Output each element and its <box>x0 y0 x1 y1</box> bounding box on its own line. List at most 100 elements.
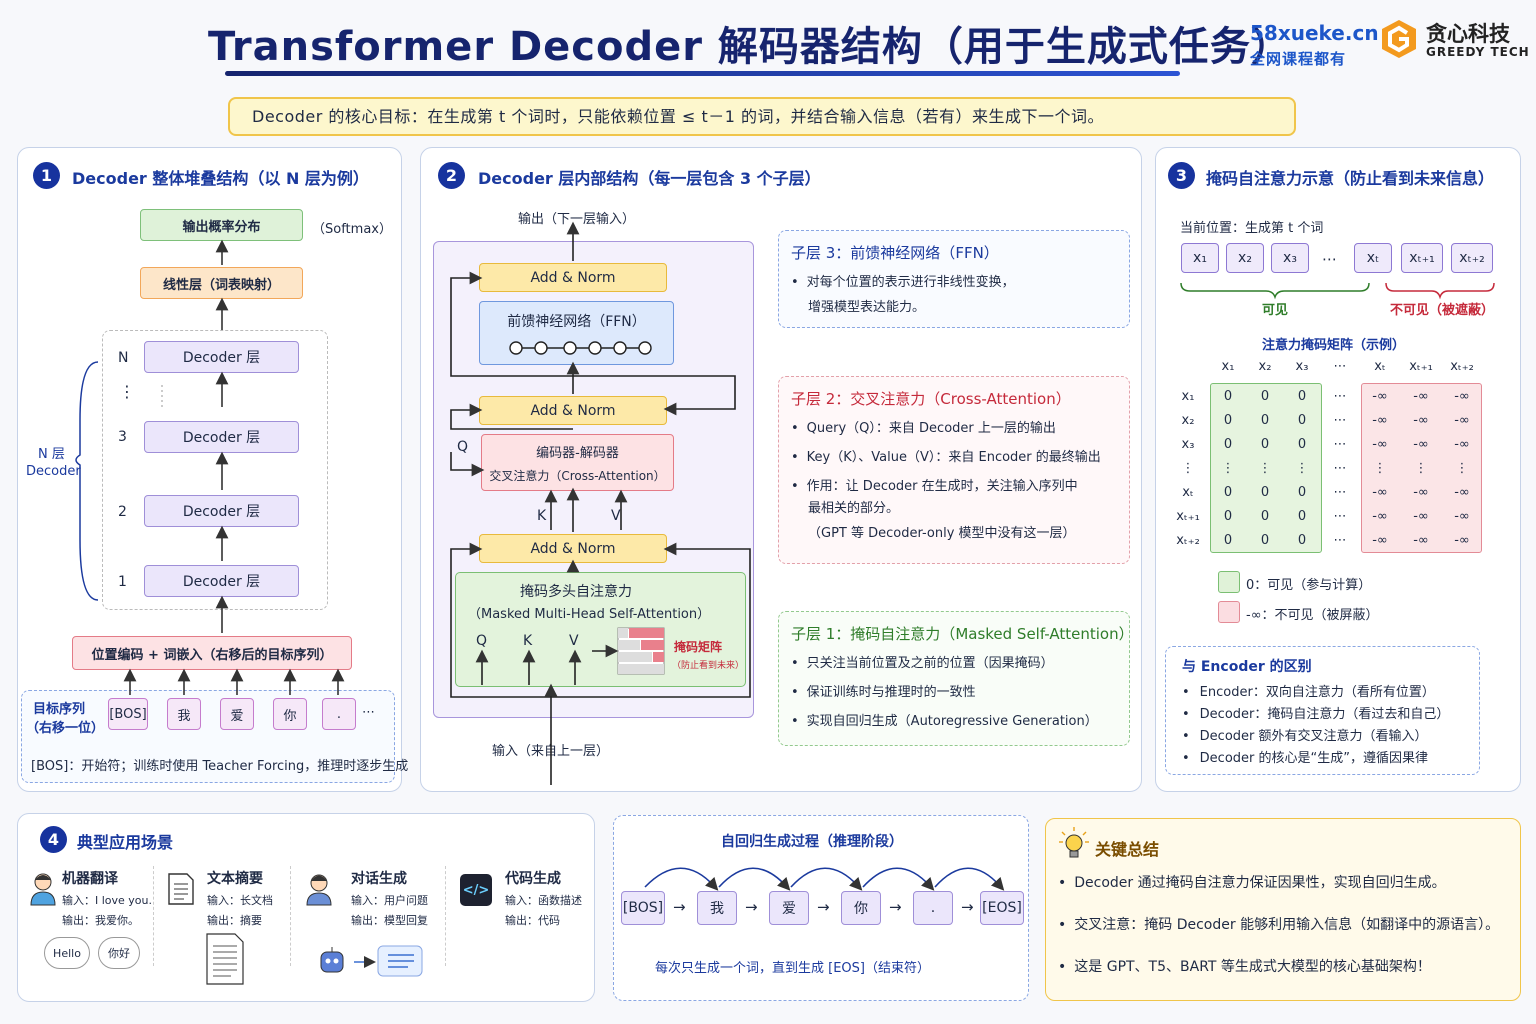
invisible-label: 不可见（被遮蔽） <box>1390 303 1495 318</box>
summary-item: 这是 GPT、T5、BART 等生成式大模型的核心基础架构！ <box>1058 957 1499 977</box>
current-position-label: 当前位置：生成第 t 个词 <box>1180 221 1324 236</box>
logo-name: 贪心科技 <box>1426 22 1510 46</box>
legend-visible-swatch <box>1218 571 1240 593</box>
diff-item: Decoder 的核心是“生成”，遵循因果律 <box>1182 748 1463 770</box>
mask-matrix-title: 注意力掩码矩阵（示例） <box>1262 338 1406 353</box>
ffn-box: 前馈神经网络（FFN） <box>479 301 674 365</box>
brand-site[interactable]: 58xueke.cn <box>1250 21 1379 45</box>
matrix-cell-masked: -∞ <box>1454 485 1470 500</box>
matrix-cell-masked: -∞ <box>1413 413 1429 428</box>
gen-token-eos: [EOS] <box>980 891 1024 925</box>
seq-token-x1: x₁ <box>1181 243 1219 273</box>
matrix-cell-visible: ⋮ <box>1295 461 1309 476</box>
matrix-cell-masked: -∞ <box>1454 389 1470 404</box>
matrix-cell-masked: -∞ <box>1372 389 1388 404</box>
matrix-cell-visible: 0 <box>1223 509 1233 524</box>
brand-slogan: 全网课程都有 <box>1250 50 1347 68</box>
matrix-cell-visible: 0 <box>1260 389 1270 404</box>
matrix-cell-visible: 0 <box>1297 509 1307 524</box>
app-summary-title: 文本摘要 <box>207 871 263 887</box>
add-norm-2: Add & Norm <box>479 396 667 425</box>
matrix-cell-masked: ⋮ <box>1373 461 1387 476</box>
decoder-layer-n: Decoder 层 <box>144 341 299 373</box>
seq-token-x2: x₂ <box>1226 243 1264 273</box>
matrix-cell-ellipsis: ⋯ <box>1333 389 1347 404</box>
sublayer-2-title: 子层 2：交叉注意力（Cross-Attention） <box>791 390 1071 408</box>
decoder-layer-3: Decoder 层 <box>144 421 299 453</box>
matrix-cell-ellipsis: ⋯ <box>1333 509 1347 524</box>
layer-index-n: N <box>118 350 129 366</box>
matrix-cell-ellipsis: ⋯ <box>1333 485 1347 500</box>
target-seq-label: 目标序列 <box>33 702 86 717</box>
mmha-label-2: （Masked Multi-Head Self-Attention） <box>468 607 711 622</box>
matrix-cell-visible: 0 <box>1260 485 1270 500</box>
matrix-cell-visible: 0 <box>1260 509 1270 524</box>
app-translation-out: 输出：我爱你。 <box>62 914 139 927</box>
gen-token-period: . <box>913 891 953 925</box>
panel-3-title: 掩码自注意力示意（防止看到未来信息） <box>1206 169 1495 188</box>
matrix-col-header: x₃ <box>1295 359 1309 374</box>
sublayer-3-card: 子层 3：前馈神经网络（FFN） 对每个位置的表示进行非线性变换， 增强模型表达… <box>778 230 1130 328</box>
matrix-cell-ellipsis: ⋯ <box>1333 437 1347 452</box>
n-layers-label: N 层 <box>38 447 65 462</box>
lightbulb-icon <box>1059 827 1089 858</box>
sublayer-2-item-kv: Key（K）、Value（V）：来自 Encoder 的最终输出 <box>791 448 1117 468</box>
matrix-cell-visible: 0 <box>1260 437 1270 452</box>
n-layers-label-2: Decoder <box>26 464 81 479</box>
gen-token-bos: [BOS] <box>621 891 665 925</box>
panel-4-number: 4 <box>40 826 67 853</box>
matrix-cell-visible: 0 <box>1260 533 1270 548</box>
matrix-row-header: x₃ <box>1181 437 1195 452</box>
logo-en: GREEDY TECH <box>1426 45 1530 59</box>
visible-label: 可见 <box>1262 303 1289 318</box>
gen-arrow: → <box>745 898 758 916</box>
matrix-cell-masked: -∞ <box>1372 485 1388 500</box>
document-icon <box>168 873 194 905</box>
output-next-label: 输出（下一层输入） <box>518 212 636 227</box>
matrix-cell-masked: -∞ <box>1454 509 1470 524</box>
app-dialog-out: 输出：模型回复 <box>351 914 428 927</box>
cross-attention-box: 编码器-解码器 交叉注意力（Cross-Attention） <box>481 434 674 491</box>
seq-ellipsis: ⋯ <box>1322 250 1337 268</box>
matrix-row-header: x₁ <box>1181 389 1195 404</box>
app-dialog-in: 输入：用户问题 <box>351 894 428 907</box>
core-goal-banner: Decoder 的核心目标：在生成第 t 个词时，只能依赖位置 ≤ t－1 的词… <box>228 97 1296 136</box>
nihao-bubble: 你好 <box>98 937 140 969</box>
matrix-cell-ellipsis: ⋯ <box>1333 461 1347 476</box>
matrix-cell-ellipsis: ⋯ <box>1333 413 1347 428</box>
gen-arrow: → <box>817 898 830 916</box>
legend-masked-text: -∞：不可见（被屏蔽） <box>1246 608 1379 623</box>
autoregressive-note: 每次只生成一个词，直到生成 [EOS]（结束符） <box>655 961 930 976</box>
masked-mha-box <box>455 572 746 687</box>
panel-autoregressive <box>613 815 1029 1001</box>
summary-title: 关键总结 <box>1095 840 1160 859</box>
gen-token-wo: 我 <box>697 891 737 925</box>
matrix-row-header: xₜ <box>1182 485 1194 500</box>
add-norm-1: Add & Norm <box>479 534 667 563</box>
matrix-row-header: xₜ₊₁ <box>1176 509 1200 524</box>
mask-matrix-note: （防止看到未来） <box>672 661 745 671</box>
autoregressive-title: 自回归生成过程（推理阶段） <box>721 834 903 850</box>
matrix-cell-masked: -∞ <box>1372 509 1388 524</box>
matrix-row-header: ⋮ <box>1181 461 1195 476</box>
matrix-cell-masked: -∞ <box>1372 437 1388 452</box>
matrix-cell-masked: -∞ <box>1454 437 1470 452</box>
sublayer-3-item-cont: 增强模型表达能力。 <box>808 300 926 315</box>
sublayer-2-item-q: Query（Q）：来自 Decoder 上一层的输出 <box>791 419 1117 439</box>
sublayer-3-title: 子层 3：前馈神经网络（FFN） <box>791 244 999 262</box>
app-dialog-title: 对话生成 <box>351 871 407 887</box>
matrix-cell-masked: -∞ <box>1413 437 1429 452</box>
matrix-col-header: x₂ <box>1258 359 1272 374</box>
cross-q-label: Q <box>457 439 469 455</box>
cross-v-label: V <box>611 508 621 524</box>
sublayer-1-item: 只关注当前位置及之前的位置（因果掩码） <box>791 654 1117 674</box>
gen-arrow: → <box>889 898 902 916</box>
app-summary-out: 输出：摘要 <box>207 914 262 927</box>
sublayer-1-item: 保证训练时与推理时的一致性 <box>791 683 1117 703</box>
sublayer-2-note: （GPT 等 Decoder-only 模型中没有这一层） <box>808 526 1076 541</box>
matrix-cell-masked: -∞ <box>1413 533 1429 548</box>
diff-item: Decoder 额外有交叉注意力（看输入） <box>1182 726 1463 748</box>
matrix-cell-ellipsis: ⋯ <box>1333 533 1347 548</box>
summary-list: Decoder 通过掩码自注意力保证因果性，实现自回归生成。 交叉注意：掩码 D… <box>1058 873 1499 999</box>
matrix-cell-visible: ⋮ <box>1221 461 1235 476</box>
